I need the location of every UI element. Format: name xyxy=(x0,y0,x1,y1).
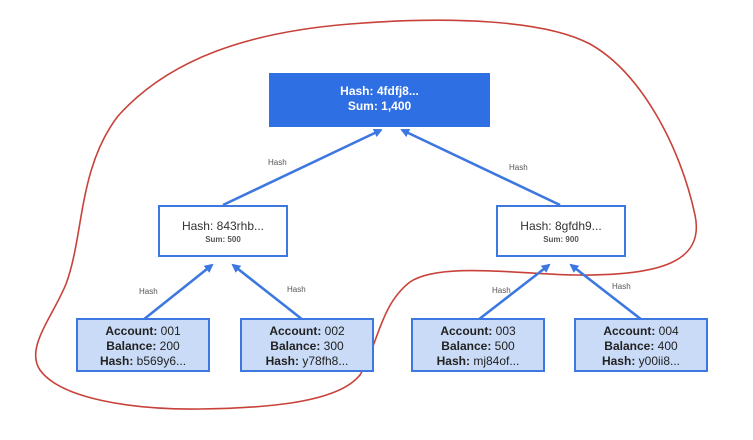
edge-label-leaf4: Hash xyxy=(612,282,631,291)
arrow-leaf1-to-left-mid xyxy=(142,263,214,322)
leaf-node-3: Account: 003 Balance: 500 Hash: mj84of..… xyxy=(411,318,545,372)
mid-right-hash: Hash: 8gfdh9... xyxy=(520,219,602,233)
leaf2-balance-label: Balance: xyxy=(270,339,321,353)
leaf4-hash: y00ii8... xyxy=(638,354,681,368)
edge-label-leaf3: Hash xyxy=(492,286,511,295)
root-hash: Hash: 4fdfj8... xyxy=(340,84,419,98)
edge-label-leaf1: Hash xyxy=(139,287,158,296)
leaf3-account-label: Account: xyxy=(440,324,493,338)
leaf3-hash: mj84of... xyxy=(473,354,520,368)
edge-label-leaf2: Hash xyxy=(287,285,306,294)
arrow-leaf4-to-right-mid xyxy=(569,263,643,322)
leaf1-balance-label: Balance: xyxy=(106,339,157,353)
leaf1-hash: b569y6... xyxy=(136,354,187,368)
arrow-leaf3-to-right-mid xyxy=(477,263,551,322)
leaf-node-4: Account: 004 Balance: 400 Hash: y00ii8..… xyxy=(574,318,708,372)
leaf1-balance: 200 xyxy=(159,339,180,353)
leaf3-hash-label: Hash: xyxy=(436,354,470,368)
mid-node-right: Hash: 8gfdh9... Sum: 900 xyxy=(496,205,626,257)
leaf2-account-label: Account: xyxy=(269,324,322,338)
root-sum: Sum: 1,400 xyxy=(347,99,412,113)
leaf4-balance: 400 xyxy=(657,339,678,353)
leaf1-account: 001 xyxy=(160,324,181,338)
edge-label-right-mid-root: Hash xyxy=(509,163,528,172)
leaf2-account: 002 xyxy=(324,324,345,338)
arrow-leaf2-to-left-mid xyxy=(231,263,304,322)
leaf-node-1: Account: 001 Balance: 200 Hash: b569y6..… xyxy=(76,318,210,372)
leaf2-hash-label: Hash: xyxy=(265,354,299,368)
mid-right-sum: Sum: 900 xyxy=(543,235,579,244)
leaf1-hash-label: Hash: xyxy=(99,354,134,368)
leaf-node-2: Account: 002 Balance: 300 Hash: y78fh8..… xyxy=(240,318,374,372)
mid-node-left: Hash: 843rhb... Sum: 500 xyxy=(158,205,288,257)
mid-left-hash: Hash: 843rhb... xyxy=(181,219,265,233)
root-node: Hash: 4fdfj8... Sum: 1,400 xyxy=(269,73,490,127)
leaf4-hash-label: Hash: xyxy=(601,354,636,368)
leaf1-account-label: Account: xyxy=(105,324,158,338)
red-highlight-outline xyxy=(34,19,698,410)
leaf4-account-label: Account: xyxy=(603,324,656,338)
leaf2-balance: 300 xyxy=(323,339,344,353)
leaf2-hash: y78fh8... xyxy=(302,354,349,368)
leaf3-balance-label: Balance: xyxy=(441,339,492,353)
leaf4-balance-label: Balance: xyxy=(604,339,655,353)
leaf4-account: 004 xyxy=(658,324,679,338)
arrow-left-mid-to-root xyxy=(222,128,383,207)
leaf3-account: 003 xyxy=(495,324,516,338)
edge-label-left-mid-root: Hash xyxy=(268,158,287,167)
leaf3-balance: 500 xyxy=(494,339,515,353)
arrow-right-mid-to-root xyxy=(400,128,561,207)
mid-left-sum: Sum: 500 xyxy=(205,235,241,244)
